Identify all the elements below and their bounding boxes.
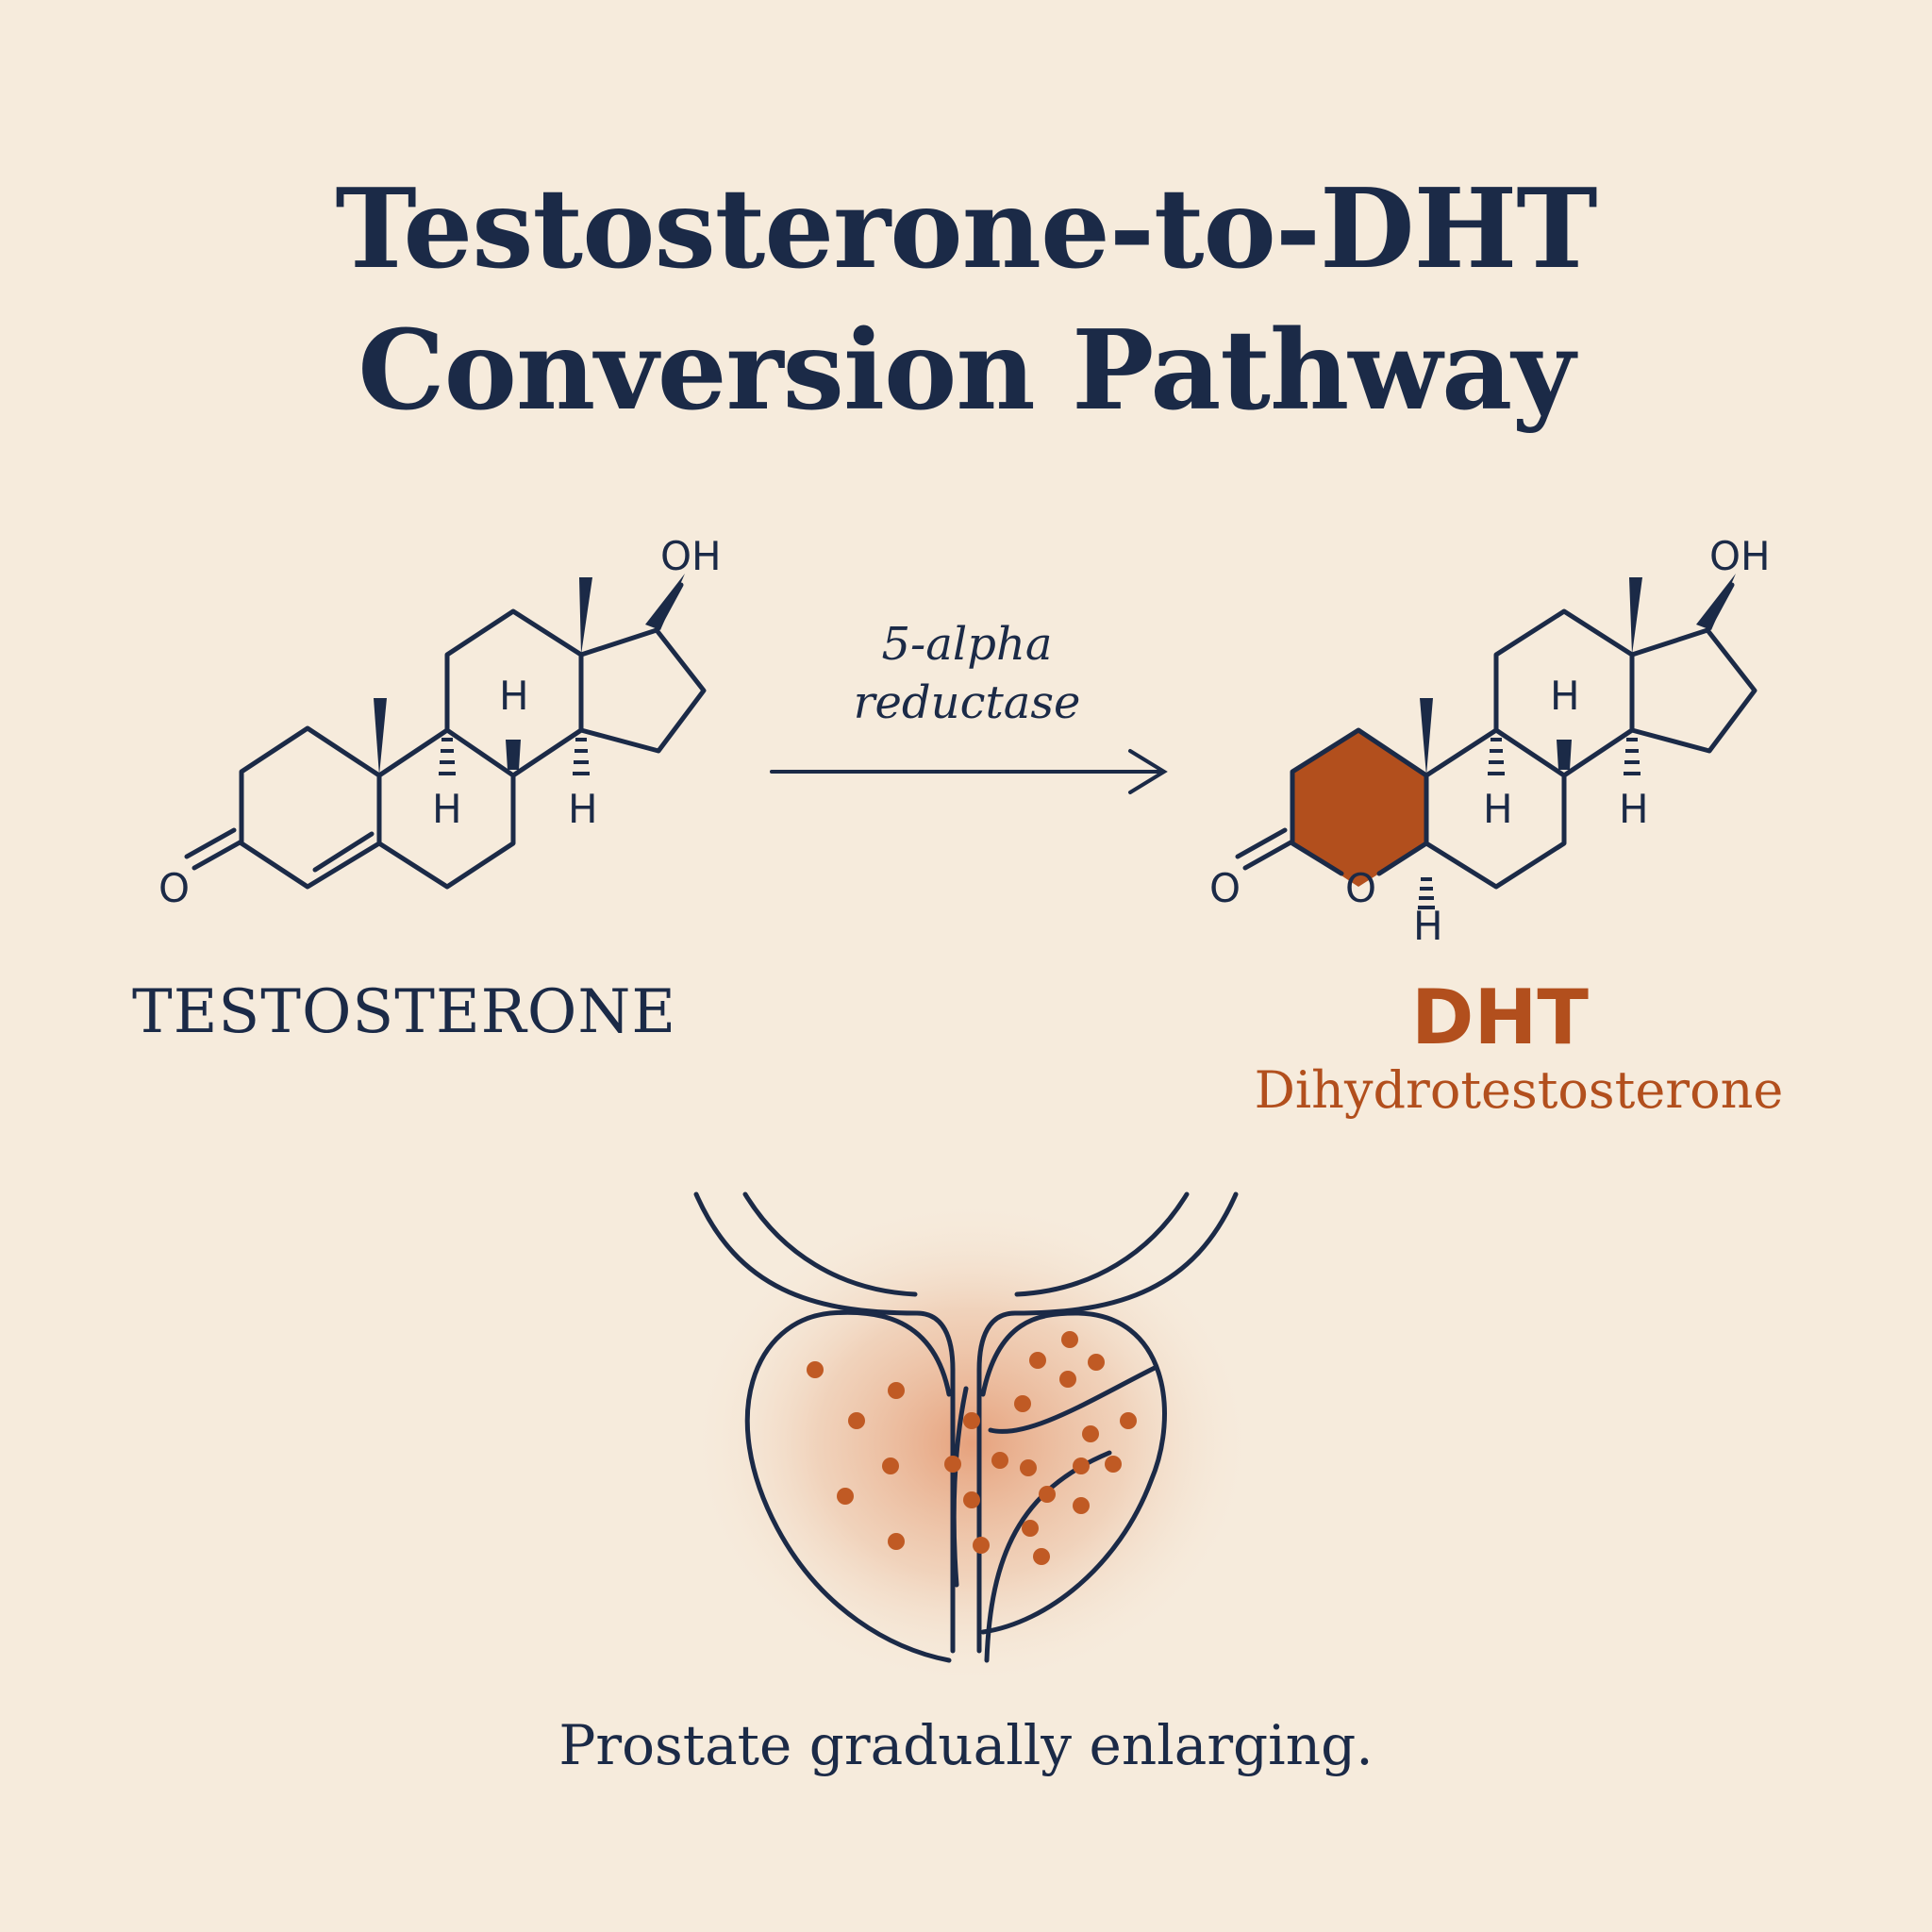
testosterone-stereo-bonds <box>374 574 685 775</box>
dht-h-wedge-top <box>1557 740 1572 770</box>
cell-dot <box>882 1457 899 1474</box>
cell-dot <box>991 1452 1008 1469</box>
cell-dot <box>1022 1520 1039 1537</box>
dht-hash-bonds <box>1418 738 1641 909</box>
testosterone-hash-bonds <box>439 738 590 775</box>
enzyme-label: 5-alpha reductase <box>811 615 1123 732</box>
testosterone-structure <box>184 582 707 890</box>
cell-dot <box>1020 1459 1037 1476</box>
dht-h-left-label: H <box>1483 786 1513 832</box>
testosterone-h-left-label: H <box>432 786 462 832</box>
dht-h-bottom-label: H <box>1413 903 1443 949</box>
cell-dot <box>1061 1331 1078 1348</box>
dht-h-right-label: H <box>1619 786 1649 832</box>
cell-dot <box>1033 1548 1050 1565</box>
dht-ketone-o-label: O <box>1209 865 1241 911</box>
cell-dot <box>837 1488 854 1505</box>
dht-methyl-wedge-c19 <box>1420 698 1433 775</box>
dht-ring-o-label: O <box>1345 865 1376 911</box>
enzyme-line-2: reductase <box>853 676 1081 729</box>
methyl-wedge-c19 <box>374 698 387 775</box>
cell-dot <box>1014 1395 1031 1412</box>
cell-dot <box>1073 1497 1090 1514</box>
cell-dot <box>1088 1354 1105 1371</box>
testosterone-ketone-o-label: O <box>158 865 190 911</box>
page-title: Testosterone-to-DHT Conversion Pathway <box>0 158 1932 441</box>
testosterone-oh-label: OH <box>660 533 722 579</box>
enzyme-line-1: 5-alpha <box>881 618 1053 671</box>
h-wedge-top <box>506 740 521 770</box>
upper-inner-contour <box>988 1365 1158 1434</box>
prostate-illustration <box>689 1191 1255 1689</box>
prostate-caption: Prostate gradually enlarging. <box>558 1713 1374 1777</box>
testosterone-label: TESTOSTERONE <box>132 977 677 1047</box>
dht-ring-a-highlight <box>1292 730 1426 887</box>
right-inner-duct <box>1014 1191 1190 1297</box>
dht-abbr-label: DHT <box>1411 974 1589 1061</box>
right-lobe <box>980 1310 1167 1635</box>
title-line-1: Testosterone-to-DHT <box>335 165 1597 293</box>
cell-dot <box>1073 1457 1090 1474</box>
dht-h-top-label: H <box>1550 673 1580 719</box>
cell-dot <box>1082 1425 1099 1442</box>
cell-dot <box>973 1537 990 1554</box>
oh-wedge <box>645 574 685 630</box>
left-inner-duct <box>742 1191 918 1297</box>
cell-dot <box>1039 1486 1056 1503</box>
cell-dot <box>1120 1412 1137 1429</box>
testosterone-h-top-label: H <box>499 673 529 719</box>
dht-full-name-label: Dihydrotestosterone <box>1254 1060 1784 1120</box>
inflammation-glow <box>689 1198 1255 1689</box>
cell-dot <box>1059 1371 1076 1388</box>
cell-dot <box>1105 1456 1122 1473</box>
reaction-arrow <box>770 749 1168 794</box>
dht-oh-label: OH <box>1709 533 1771 579</box>
right-outer-duct <box>976 1191 1239 1654</box>
left-outer-duct <box>693 1191 956 1654</box>
title-line-2: Conversion Pathway <box>358 307 1574 435</box>
cell-dot <box>963 1412 980 1429</box>
cell-dot <box>888 1382 905 1399</box>
cell-dot <box>888 1533 905 1550</box>
methyl-wedge-c18 <box>579 577 592 655</box>
dht-oh-wedge <box>1696 574 1736 630</box>
cell-dots <box>807 1331 1137 1565</box>
dht-stereo-bonds <box>1420 574 1736 775</box>
cell-dot <box>944 1456 961 1473</box>
left-lobe <box>744 1309 952 1663</box>
cell-dot <box>1029 1352 1046 1369</box>
urethra-contour <box>951 1386 969 1588</box>
cell-dot <box>807 1361 824 1378</box>
dht-methyl-wedge-c18 <box>1629 577 1642 655</box>
testosterone-h-right-label: H <box>568 786 598 832</box>
cell-dot <box>848 1412 865 1429</box>
cell-dot <box>963 1491 980 1508</box>
